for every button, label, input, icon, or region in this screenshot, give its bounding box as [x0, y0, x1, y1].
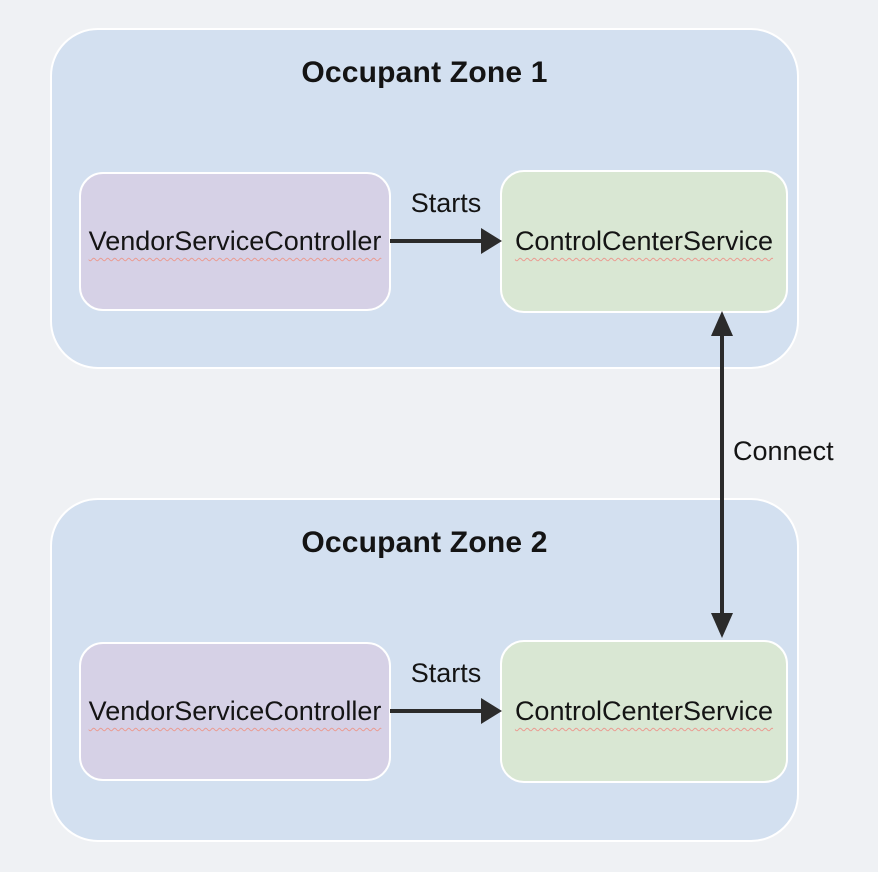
occupant-zone-1: Occupant Zone 1 VendorServiceController …: [50, 28, 799, 369]
zone-1-title: Occupant Zone 1: [301, 56, 548, 89]
zone-1-control-center-service-node: ControlCenterService: [500, 170, 788, 313]
zone-2-vendor-service-controller-node: VendorServiceController: [79, 642, 391, 781]
connect-arrowhead-down-icon: [711, 613, 733, 638]
zone-1-control-node-label: ControlCenterService: [514, 226, 774, 256]
connect-arrow-line: [720, 330, 724, 618]
zone-1-starts-edge-label: Starts: [410, 188, 482, 218]
zone-1-starts-arrow-line: [390, 239, 483, 243]
zone-2-vendor-node-label: VendorServiceController: [88, 696, 382, 726]
zone-2-starts-arrow-line: [390, 709, 483, 713]
occupant-zone-2: Occupant Zone 2 VendorServiceController …: [50, 498, 799, 842]
zone-2-starts-edge-label: Starts: [410, 658, 482, 688]
zone-2-control-node-label: ControlCenterService: [514, 696, 774, 726]
zone-1-vendor-service-controller-node: VendorServiceController: [79, 172, 391, 311]
connect-arrowhead-up-icon: [711, 311, 733, 336]
zone-2-starts-arrowhead-icon: [481, 698, 502, 724]
zone-2-title: Occupant Zone 2: [301, 526, 548, 559]
connect-edge-label: Connect: [733, 436, 834, 466]
zone-1-vendor-node-label: VendorServiceController: [88, 226, 382, 256]
zone-2-control-center-service-node: ControlCenterService: [500, 640, 788, 783]
zone-1-starts-arrowhead-icon: [481, 228, 502, 254]
